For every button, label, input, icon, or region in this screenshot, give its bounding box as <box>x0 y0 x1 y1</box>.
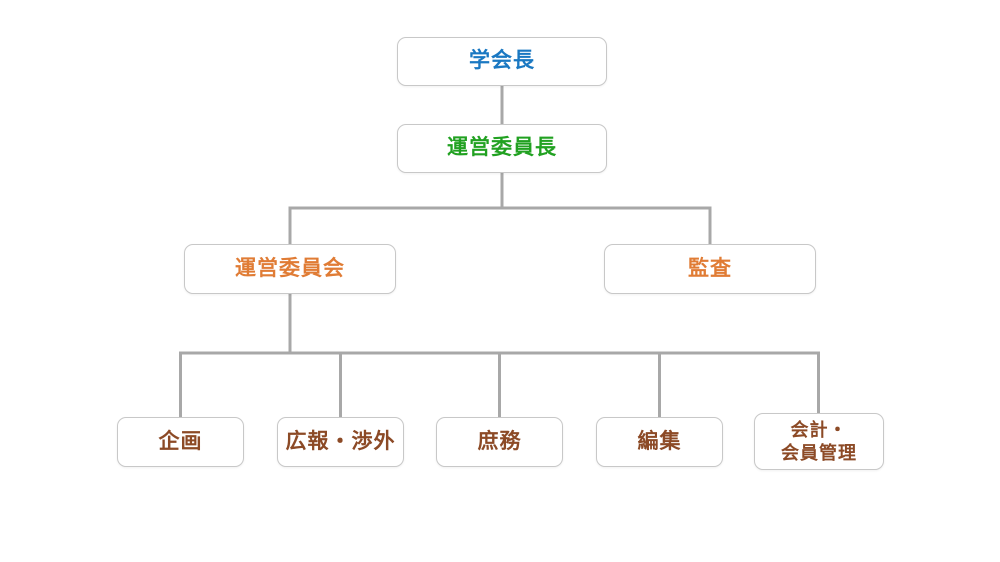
node-editing: 編集 <box>596 417 723 467</box>
node-pr-liaison: 広報・渉外 <box>277 417 404 467</box>
node-editing-label: 編集 <box>637 429 682 453</box>
node-accounting-membership: 会計・ 会員管理 <box>754 413 884 470</box>
node-steering-committee-label: 運営委員会 <box>235 256 345 280</box>
node-planning-label: 企画 <box>158 429 203 453</box>
node-audit: 監査 <box>604 244 816 294</box>
node-audit-label: 監査 <box>688 256 732 280</box>
connector-level3 <box>288 206 712 244</box>
node-steering-committee-chair-label: 運営委員長 <box>447 136 557 160</box>
node-steering-committee: 運営委員会 <box>184 244 396 294</box>
node-general-affairs: 庶務 <box>436 417 563 467</box>
node-society-president: 学会長 <box>397 37 607 86</box>
node-pr-liaison-label: 広報・渉外 <box>285 429 396 453</box>
node-society-president-label: 学会長 <box>469 49 535 73</box>
node-planning: 企画 <box>117 417 244 467</box>
node-general-affairs-label: 庶務 <box>477 429 522 453</box>
node-accounting-membership-label: 会計・ 会員管理 <box>781 420 857 463</box>
node-steering-committee-chair: 運営委員長 <box>397 124 607 173</box>
